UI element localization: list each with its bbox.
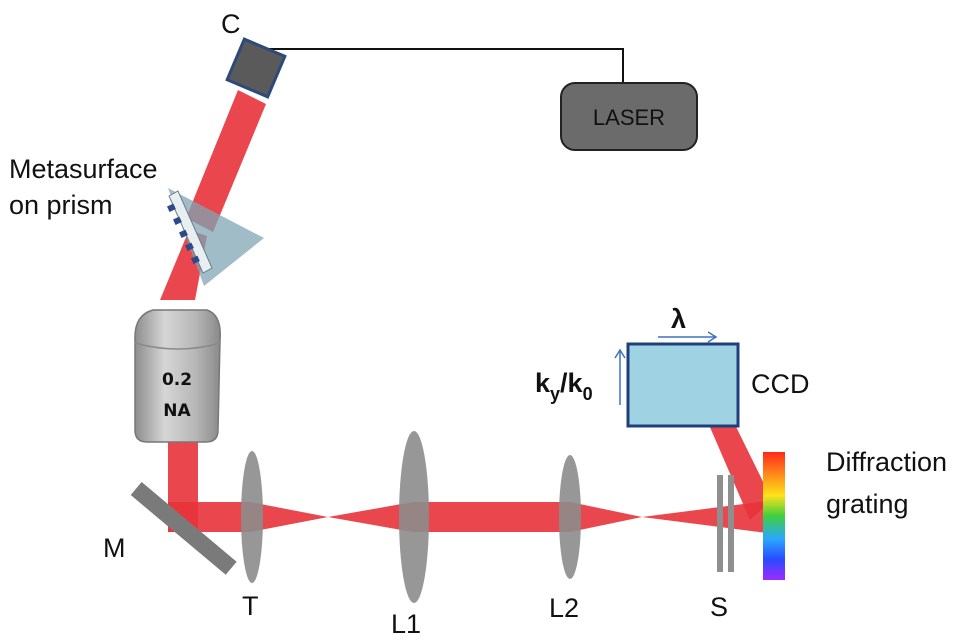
svg-text:ky/k0: ky/k0 xyxy=(535,368,593,404)
label-collimator: C xyxy=(221,9,241,39)
k-axis-arrowhead xyxy=(614,348,626,359)
ccd-box xyxy=(626,342,740,428)
lens-L1 xyxy=(399,431,429,603)
beam-collimator-to-prism xyxy=(186,90,266,232)
objective xyxy=(134,309,221,443)
laser-box xyxy=(560,82,698,151)
objective-label-line2: NA xyxy=(163,401,191,421)
label-lens-T: T xyxy=(242,591,259,621)
slit-bar-right xyxy=(728,475,734,572)
label-metasurface-line1: Metasurface xyxy=(9,154,158,184)
k-subscript-y: y xyxy=(550,384,560,404)
beam-L1-to-L2 xyxy=(413,502,570,532)
diffraction-grating xyxy=(763,452,785,580)
collimator xyxy=(225,37,287,99)
beam-focus-to-grating xyxy=(642,501,767,533)
beam-L2-to-focus xyxy=(570,502,642,532)
label-grating-line1: Diffraction xyxy=(826,447,947,477)
label-lens-L2: L2 xyxy=(549,593,579,623)
fiber-cable xyxy=(262,48,624,83)
lens-L2 xyxy=(559,455,581,579)
k-subscript-0: 0 xyxy=(583,384,593,404)
label-grating-line2: grating xyxy=(826,489,909,519)
label-laser: LASER xyxy=(593,105,665,130)
label-lens-L1: L1 xyxy=(391,609,421,639)
prism xyxy=(168,188,264,286)
beam-focus-to-L1 xyxy=(328,502,413,532)
label-slit: S xyxy=(710,592,728,622)
k-symbol: k xyxy=(535,368,551,398)
label-mirror: M xyxy=(103,533,126,563)
label-k-axis: ky/k0 xyxy=(535,368,593,404)
label-ccd: CCD xyxy=(751,369,810,399)
mirror xyxy=(130,482,237,575)
slit-bar-left xyxy=(717,475,723,572)
lens-T xyxy=(241,451,263,583)
metasurface-elements xyxy=(167,203,200,264)
lambda-arrowhead xyxy=(707,331,718,343)
label-metasurface-line2: on prism xyxy=(9,190,113,220)
label-lambda: λ xyxy=(671,304,686,334)
objective-label-line1: 0.2 xyxy=(162,370,192,390)
beam-T-to-L1-focus xyxy=(250,502,328,532)
k-slash: /k xyxy=(560,368,584,398)
